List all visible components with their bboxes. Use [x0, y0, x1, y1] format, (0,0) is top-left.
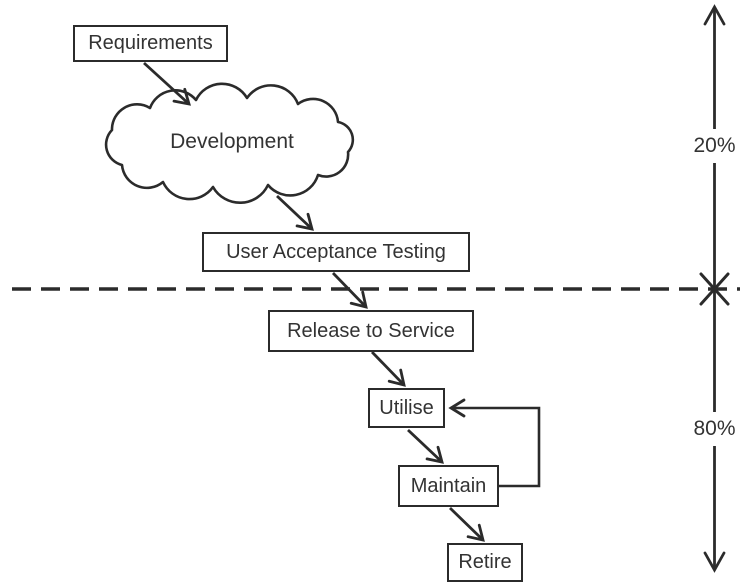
arrow-release-to-utilise [370, 351, 406, 387]
arrow-maintain-to-utilise-loop [448, 398, 541, 488]
node-maintain-label: Maintain [410, 474, 487, 497]
effort-axis-down-arrowhead-icon [703, 551, 726, 573]
arrow-requirements-to-development [143, 61, 191, 106]
effort-axis-up-arrowhead-icon [703, 4, 726, 26]
axis-top-share-label: 20% [686, 129, 743, 163]
node-release-to-service: Release to Service [268, 310, 474, 352]
node-utilise: Utilise [368, 388, 445, 428]
node-retire: Retire [447, 543, 523, 582]
arrow-utilise-to-maintain [407, 428, 444, 464]
axis-bottom-share-label: 80% [686, 412, 743, 446]
node-development-label: Development [170, 130, 294, 153]
arrow-development-to-uat [276, 194, 314, 231]
node-user-acceptance-testing: User Acceptance Testing [202, 232, 470, 272]
node-uat-label: User Acceptance Testing [226, 240, 446, 263]
node-utilise-label: Utilise [379, 396, 434, 419]
node-requirements: Requirements [73, 25, 228, 62]
development-cloud-shape [104, 82, 355, 205]
arrow-maintain-to-retire [449, 506, 485, 542]
node-retire-label: Retire [458, 551, 512, 573]
node-requirements-label: Requirements [88, 32, 213, 54]
node-maintain: Maintain [398, 465, 499, 507]
node-release-label: Release to Service [287, 319, 455, 342]
axis-divider-cross-icon [699, 272, 730, 306]
